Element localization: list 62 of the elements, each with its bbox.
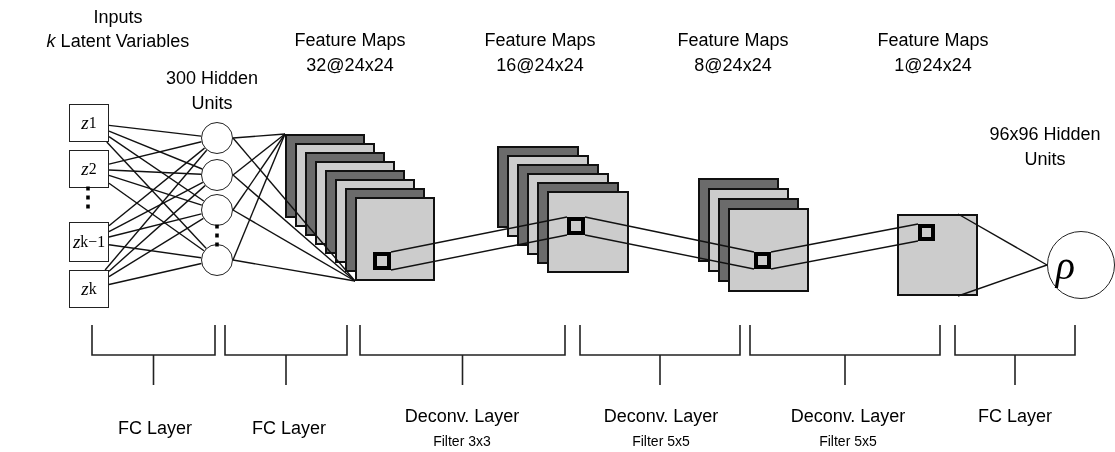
layer-label: Deconv. Layer (790, 405, 906, 427)
connector-line (232, 137, 356, 282)
filter-label: Filter 5x5 (632, 432, 690, 451)
neuron-circle (201, 122, 233, 154)
connector-line (108, 213, 203, 238)
heading: 96x96 Hidden Units (988, 123, 1102, 171)
connector-line (108, 217, 205, 278)
heading: k Latent Variables (46, 30, 190, 52)
heading: Inputs (93, 6, 143, 28)
connector-line (108, 124, 202, 137)
heading: Feature Maps 1@24x24 (876, 29, 990, 77)
connector-line (232, 174, 356, 282)
filter-window (754, 252, 771, 269)
connector-line (957, 213, 1048, 266)
connector-line (390, 234, 568, 271)
feature-map-stack (285, 134, 435, 281)
heading: Feature Maps 16@24x24 (483, 29, 597, 77)
feature-map-stack (897, 214, 978, 296)
connector-line (390, 216, 568, 253)
connector-line (108, 262, 203, 286)
filter-window (373, 252, 391, 270)
connector-line (770, 240, 919, 270)
connector-line (104, 149, 208, 271)
filter-label: Filter 3x3 (433, 432, 491, 451)
layer-label: FC Layer (252, 417, 326, 439)
layer-label: Deconv. Layer (603, 405, 719, 427)
connector-line (232, 259, 356, 282)
connector-line (584, 216, 755, 253)
connector-line (106, 141, 207, 249)
ellipsis-dots: ⋮ (204, 222, 230, 248)
neuron-circle (201, 194, 233, 226)
neuron-circle (201, 159, 233, 191)
layer-label: FC Layer (118, 417, 192, 439)
connector-line (108, 244, 202, 259)
feature-map-stack (497, 146, 629, 273)
connector-line (770, 223, 919, 253)
heading: Feature Maps 8@24x24 (676, 29, 790, 77)
connector-line (108, 141, 203, 165)
connector-line (957, 264, 1048, 297)
connector-line (108, 174, 203, 206)
connector-line (108, 169, 202, 175)
filter-window (567, 217, 585, 235)
filter-label: Filter 5x5 (819, 432, 877, 451)
connector-line (108, 181, 204, 233)
layer-label: Deconv. Layer (404, 405, 520, 427)
heading: Feature Maps 32@24x24 (293, 29, 407, 77)
connector-line (232, 133, 286, 176)
connector-line (108, 130, 203, 170)
connector-line (232, 133, 286, 139)
connector-line (584, 234, 755, 270)
connector-line (108, 147, 206, 227)
connector-line (108, 184, 206, 272)
connector-line (232, 133, 286, 211)
feature-map-stack (698, 178, 809, 292)
layer-label: FC Layer (978, 405, 1052, 427)
output-circle: ρ⃗ (1047, 231, 1115, 299)
connector-line (232, 209, 356, 282)
connector-line (232, 133, 286, 261)
connector-line (108, 135, 205, 202)
filter-window (918, 224, 935, 241)
heading: 300 Hidden Units (164, 67, 260, 115)
connector-line (108, 182, 205, 252)
